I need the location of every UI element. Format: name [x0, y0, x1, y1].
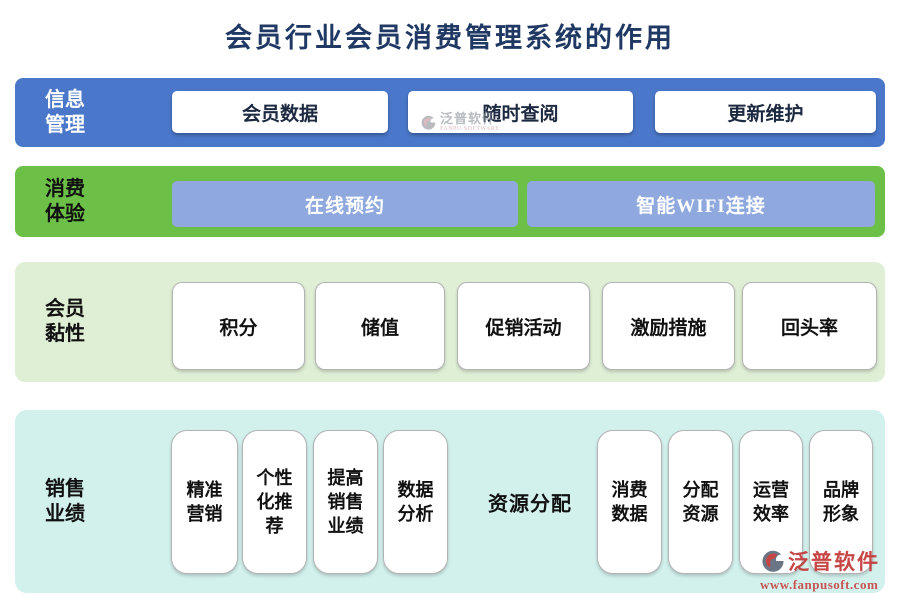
band-sales-performance: 销售 业绩 精准 营销 个性 化推 荐 提高 销售 业绩 数据 分析 资源分配 … [15, 410, 885, 593]
resource-allocation-label: 资源分配 [488, 493, 572, 515]
diagram-title: 会员行业会员消费管理系统的作用 [225, 23, 675, 53]
node-allocate-resources: 分配 资源 [668, 430, 733, 574]
band-member-stickiness: 会员 黏性 积分 储值 促销活动 激励措施 回头率 [15, 262, 885, 382]
node-incentives: 激励措施 [602, 282, 735, 370]
node-points: 积分 [172, 282, 305, 370]
node-update-maintenance: 更新维护 [655, 91, 876, 133]
node-stored-value: 储值 [315, 282, 445, 370]
node-precise-marketing: 精准 营销 [171, 430, 238, 574]
band-consumption-experience-label: 消费 体验 [45, 177, 85, 225]
band-info-management-label: 信息 管理 [45, 88, 85, 136]
node-check-anytime: 随时查阅 [408, 91, 633, 133]
node-promotions: 促销活动 [457, 282, 590, 370]
node-operation-efficiency: 运营 效率 [739, 430, 803, 574]
band-info-management: 信息 管理 会员数据 随时查阅 更新维护 [15, 78, 885, 147]
node-return-rate: 回头率 [742, 282, 877, 370]
node-smart-wifi: 智能WIFI连接 [527, 181, 875, 227]
node-online-booking: 在线预约 [172, 181, 518, 227]
node-improve-sales: 提高 销售 业绩 [313, 430, 378, 574]
node-brand-image: 品牌 形象 [809, 430, 873, 574]
node-member-data: 会员数据 [172, 91, 388, 133]
node-data-analysis: 数据 分析 [383, 430, 448, 574]
band-sales-performance-label: 销售 业绩 [45, 477, 85, 525]
band-member-stickiness-label: 会员 黏性 [45, 298, 85, 345]
node-consumption-data: 消费 数据 [597, 430, 662, 574]
node-personalized-recommendation: 个性 化推 荐 [242, 430, 307, 574]
band-consumption-experience: 消费 体验 在线预约 智能WIFI连接 [15, 166, 885, 237]
